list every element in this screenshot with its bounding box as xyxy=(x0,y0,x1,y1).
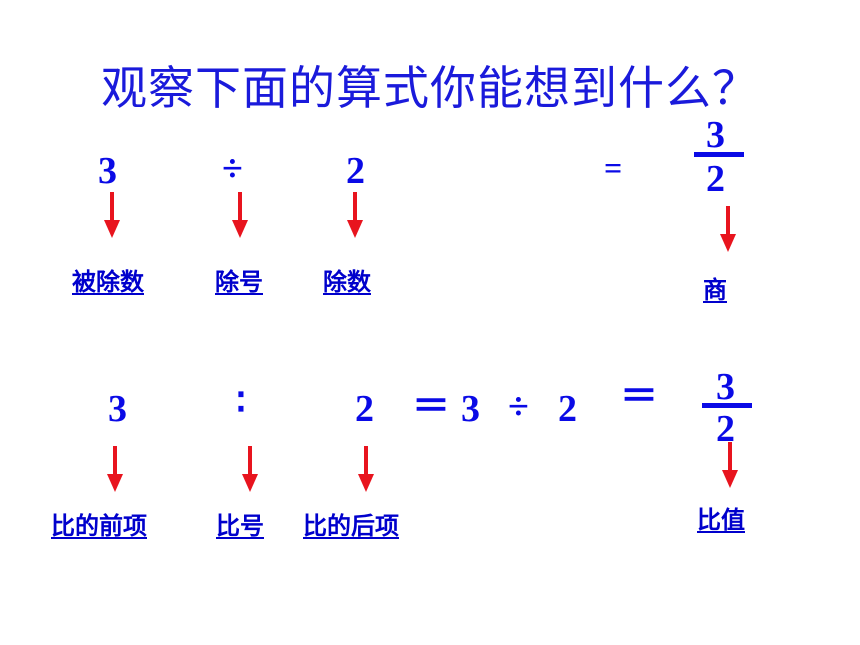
quotient-fraction-bar xyxy=(694,152,744,157)
label-divide-sign: 除号 xyxy=(215,268,263,296)
arrow-down-icon xyxy=(104,192,120,238)
label-ratio-sign: 比号 xyxy=(216,512,264,540)
page-title: 观察下面的算式你能想到什么？ xyxy=(101,61,759,115)
ratio-sign: ∶ xyxy=(236,382,246,424)
label-antecedent: 比的前项 xyxy=(51,512,147,540)
arrow-down-icon xyxy=(232,192,248,238)
arrow-down-icon xyxy=(358,446,374,492)
arrow-down-icon xyxy=(347,192,363,238)
equals-sign: ＝ xyxy=(620,376,659,418)
label-consequent: 比的后项 xyxy=(303,512,399,540)
arrow-down-icon xyxy=(720,206,736,252)
equals-sign: ＝ xyxy=(412,386,451,428)
arrow-down-icon xyxy=(107,446,123,492)
equals-sign: = xyxy=(604,150,623,186)
division-sign: ÷ xyxy=(508,386,529,428)
dividend: 3 xyxy=(98,150,117,192)
ratio-value-denominator: 2 xyxy=(716,408,735,450)
ratio-value-numerator: 3 xyxy=(716,366,735,408)
quotient-denominator: 2 xyxy=(706,158,725,200)
antecedent: 3 xyxy=(108,388,127,430)
ratio-value-fraction-bar xyxy=(702,403,752,408)
label-dividend: 被除数 xyxy=(72,268,144,296)
divisor: 2 xyxy=(346,150,365,192)
label-quotient: 商 xyxy=(703,276,727,304)
division-divisor: 2 xyxy=(558,388,577,430)
arrow-down-icon xyxy=(722,442,738,488)
division-dividend: 3 xyxy=(461,388,480,430)
quotient-numerator: 3 xyxy=(706,114,725,156)
label-divisor: 除数 xyxy=(323,268,371,296)
consequent: 2 xyxy=(355,388,374,430)
arrow-down-icon xyxy=(242,446,258,492)
label-ratio-value: 比值 xyxy=(697,506,745,534)
divide-sign: ÷ xyxy=(222,148,243,190)
